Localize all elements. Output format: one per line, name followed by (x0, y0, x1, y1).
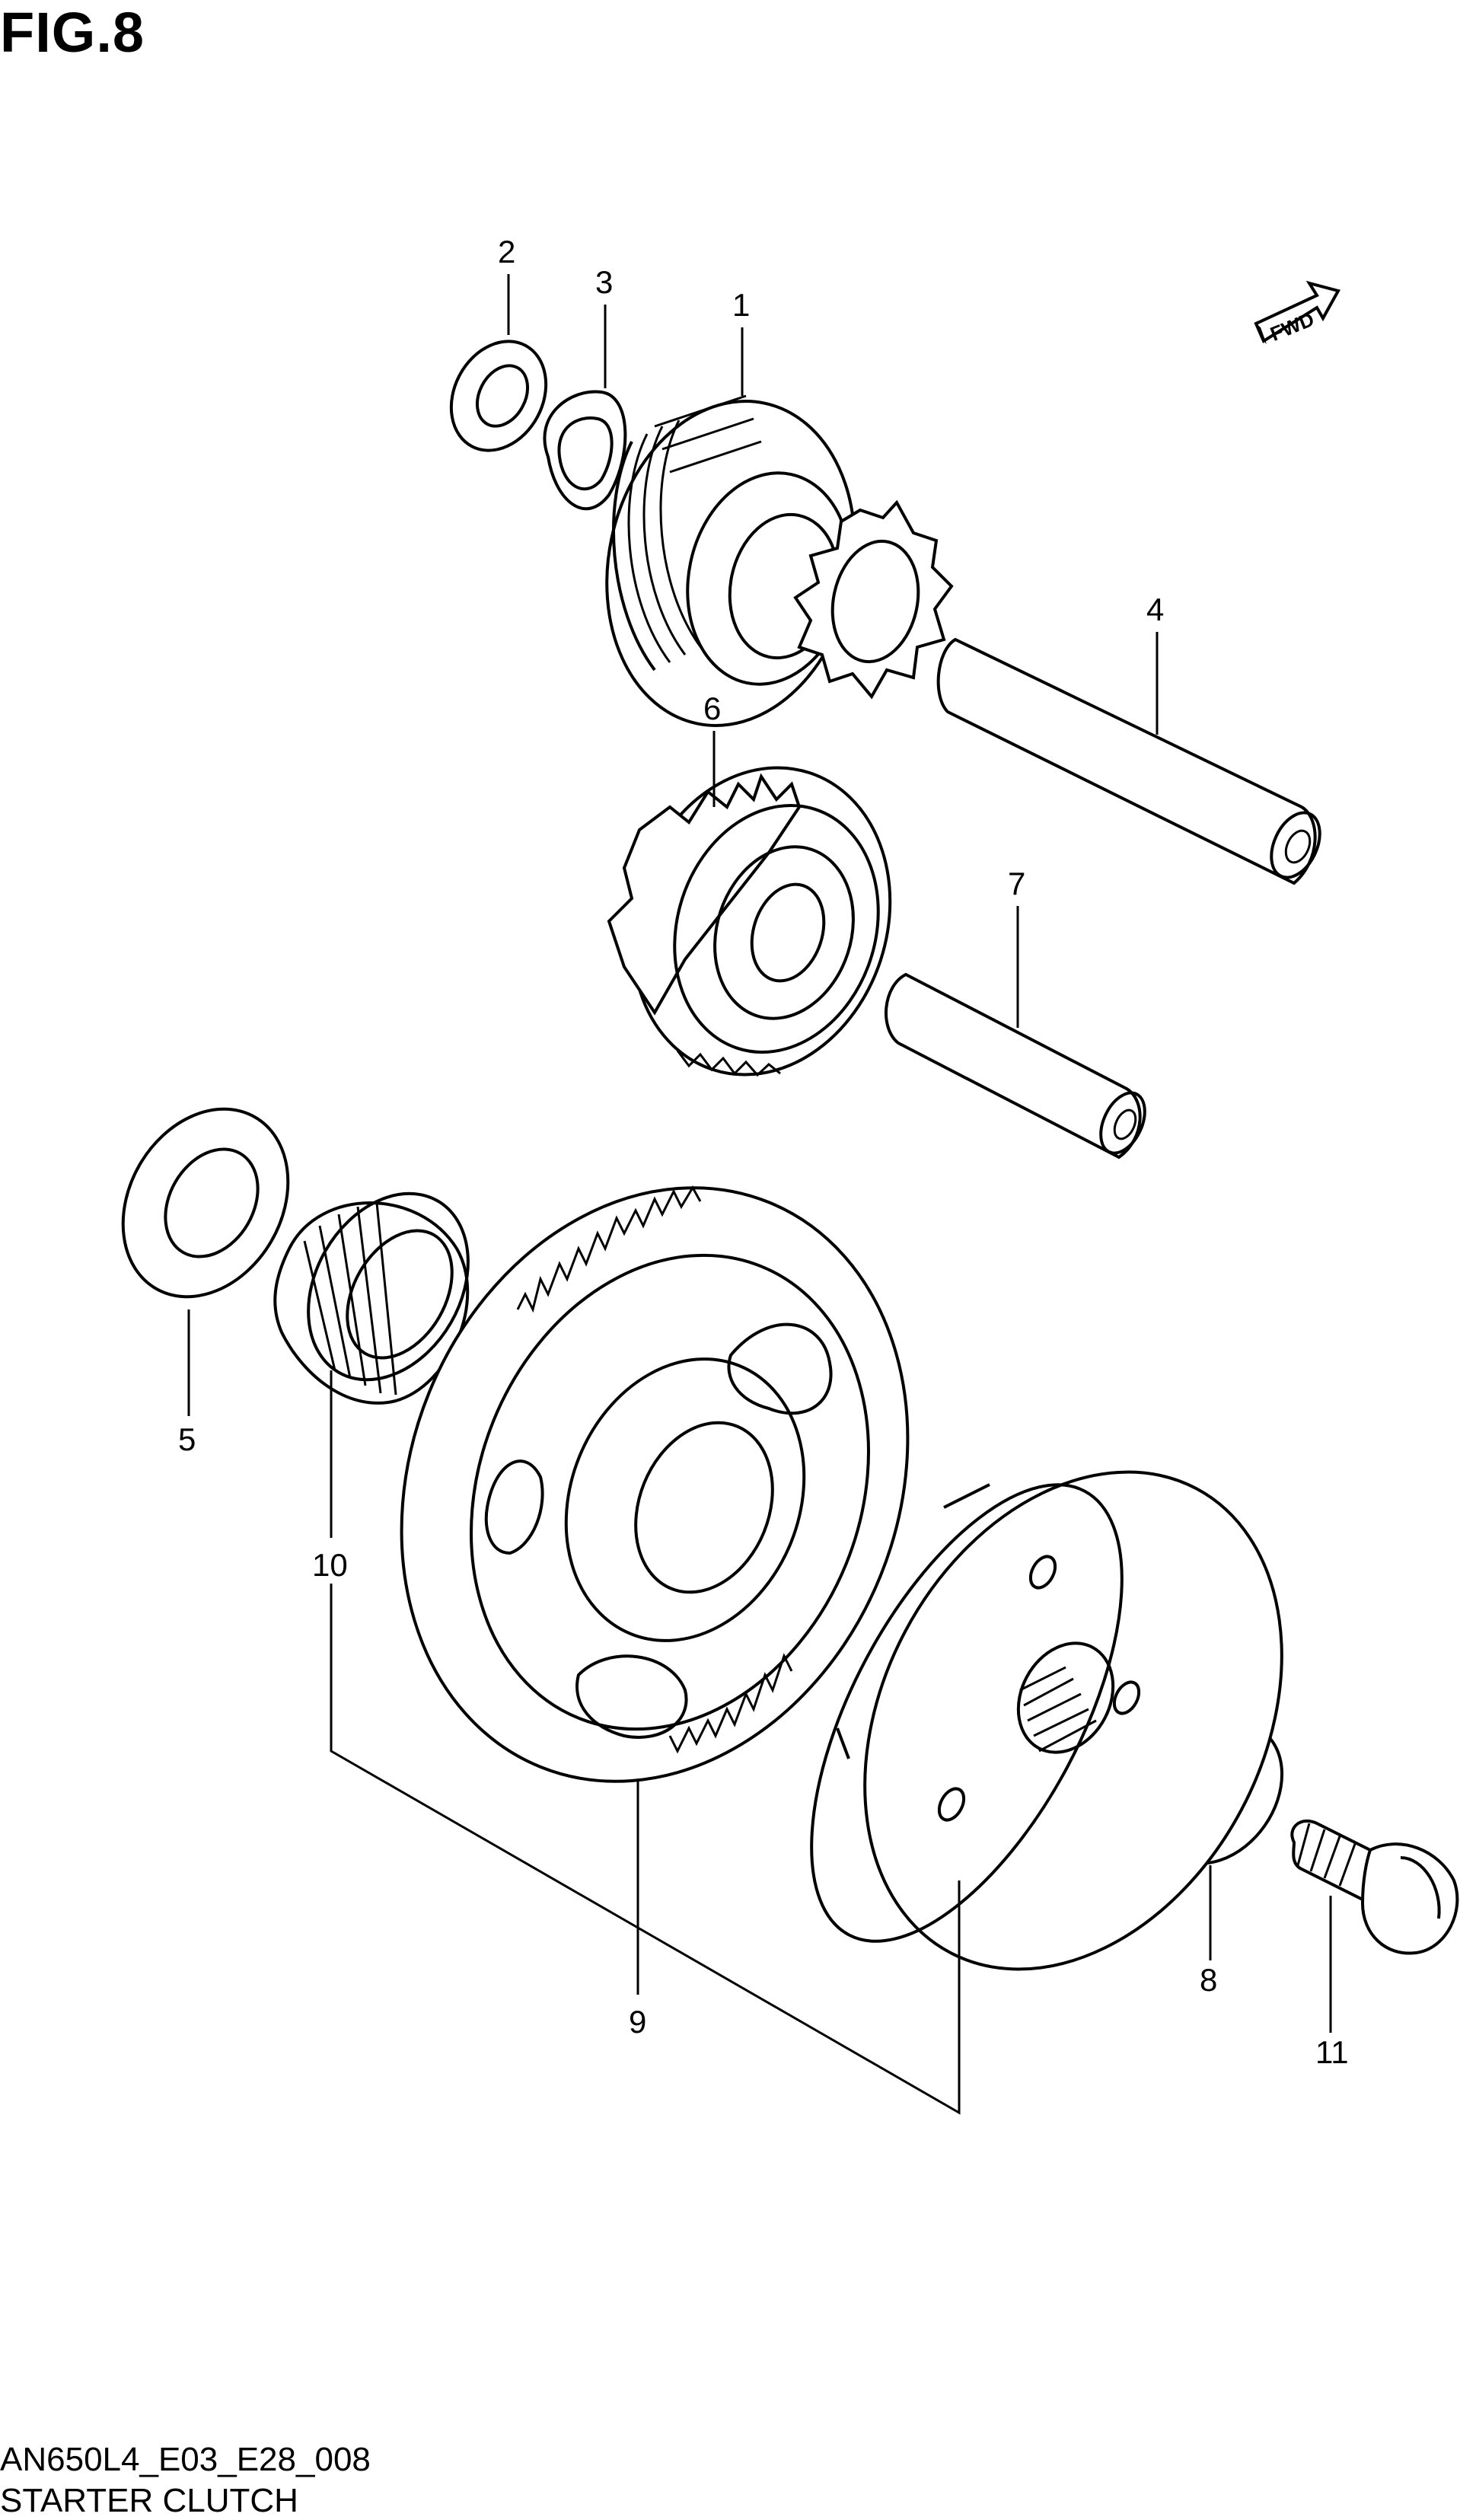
callout-8: 8 (1200, 1962, 1217, 1998)
callout-9: 9 (629, 2004, 646, 2040)
part-9-starter-driven-gear (400, 1185, 910, 1783)
part-4-shaft (936, 637, 1321, 885)
callout-numbers: 2 3 1 4 6 7 5 10 9 8 11 (178, 234, 1349, 2070)
part-1-starter-clutch-drum (605, 394, 954, 727)
callout-2: 2 (498, 234, 515, 270)
callout-5: 5 (178, 1421, 196, 1457)
part-11-bolt (1290, 1819, 1459, 1955)
figure-code: AN650L4_E03_E28_008 (0, 2441, 371, 2478)
leader-lines (187, 274, 1332, 2115)
callout-3: 3 (595, 264, 613, 300)
callout-4: 4 (1146, 592, 1164, 627)
part-3-spring-washer (543, 390, 627, 511)
callout-7: 7 (1008, 866, 1025, 901)
fwd-direction-arrow: FWD (1254, 280, 1340, 346)
part-2-washer (449, 340, 548, 452)
part-7-shaft (885, 972, 1146, 1160)
figure-title: FIG.8 (0, 1, 145, 64)
callout-6: 6 (703, 691, 721, 726)
part-10-needle-bearing (273, 1191, 470, 1405)
callout-11: 11 (1315, 2034, 1349, 2070)
figure-name: STARTER CLUTCH (0, 2482, 298, 2519)
clutch-housing-assembly (810, 1470, 1283, 1971)
part-6-idle-gear (607, 766, 892, 1077)
callout-1: 1 (732, 287, 750, 323)
callout-10: 10 (312, 1547, 348, 1583)
part-5-thrust-washer (121, 1107, 290, 1299)
